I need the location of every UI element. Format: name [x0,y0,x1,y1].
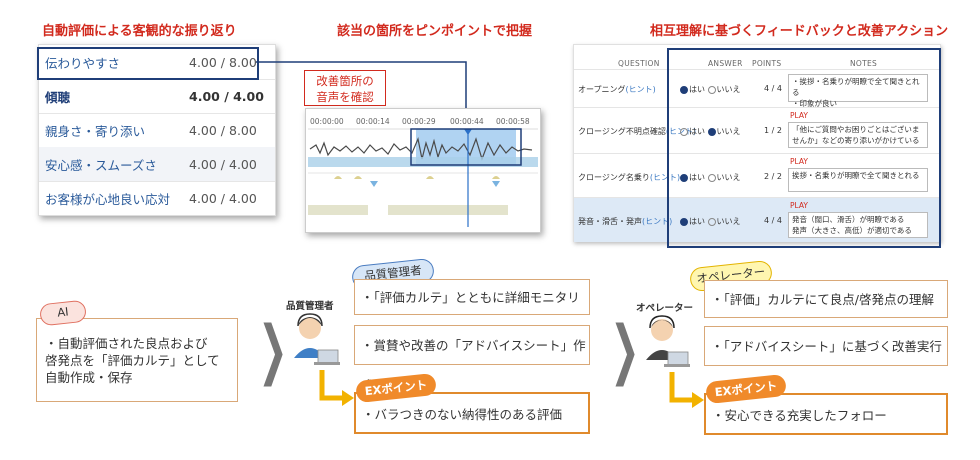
notes-field[interactable]: 挨拶・名乗りが明瞭で全て聞きとれる [788,168,928,192]
score-row[interactable]: 安心感・スムーズさ 4.00 / 4.00 [39,147,275,182]
radio-yes[interactable] [680,127,688,136]
col-header-question: QUESTION [618,59,660,68]
callout-box: 改善箇所の 音声を確認 [304,70,386,106]
answer-radio-group: はい いいえ [680,84,741,95]
col-header-points: POINTS [752,59,782,68]
question-text: クロージング不明点確認 [578,127,666,136]
notes-field[interactable]: ・挨拶・名乗りが明瞭で全て聞きとれる ・印象が良い [788,74,928,108]
hint-link[interactable]: (ヒント) [649,173,681,182]
play-link[interactable]: PLAY [790,157,809,166]
op-person-label: オペレーター [636,303,694,314]
waveform-graphic[interactable] [306,109,540,232]
op-item-box: ・「アドバイスシート」に基づく改善実行 [704,326,948,366]
evaluation-table: QUESTION ANSWER POINTS NOTES オープニング(ヒント)… [573,44,941,242]
score-value: 4.00 / 4.00 [189,88,264,104]
qm-person-label: 品質管理者 [286,301,334,312]
radio-no[interactable] [707,127,716,136]
score-value: 4.00 / 8.00 [189,54,257,70]
score-label: 親身さ・寄り添い [45,123,146,139]
table-row: クロージング不明点確認(ヒント) はい いいえ 1 / 2 PLAY 「他にご質… [574,107,940,154]
question-text: 発音・滑舌・発声 [578,217,642,226]
timeline-label: 00:00:00 [310,117,344,126]
op-ex-box: ・安心できる充実したフォロー [704,393,948,435]
radio-no-label: いいえ [716,127,741,136]
score-row[interactable]: お客様が心地良い応対 4.00 / 4.00 [39,181,275,215]
radio-no[interactable] [707,85,716,94]
play-link[interactable]: PLAY [790,111,809,120]
flow-arrow-icon [319,370,354,406]
points-cell: 4 / 4 [764,216,782,225]
radio-no[interactable] [707,217,716,226]
points-cell: 1 / 2 [764,126,782,135]
op-item-box: ・「評価」カルテにて良点/啓発点の理解 [704,280,948,318]
answer-radio-group: はい いいえ [680,126,741,137]
evaluation-highlight-box [667,48,941,248]
score-row[interactable]: 伝わりやすさ 4.00 / 8.00 [39,45,275,80]
chevron-right-icon: ❯ [610,313,640,387]
radio-yes[interactable] [680,173,688,182]
radio-yes-label: はい [689,217,705,226]
notes-field[interactable]: 発音（闊口、滑舌）が明瞭である 発声（大きさ、高低）が適切である [788,212,928,238]
hint-link[interactable]: (ヒント) [642,217,673,226]
play-link[interactable]: PLAY [790,201,809,210]
score-highlight-box [37,47,259,80]
notes-field[interactable]: 「他にご質問やお困りごとはございませんか」などの寄り添いがかけている [788,122,928,148]
answer-radio-group: はい いいえ [680,172,741,183]
timeline-label: 00:00:44 [450,117,484,126]
flow-arrow-icon [669,372,704,408]
quality-manager-avatar-icon [294,313,340,365]
question-cell: クロージング名乗り(ヒント) [578,172,680,183]
section-title-auto-eval: 自動評価による客観的な振り返り [42,24,237,39]
score-row[interactable]: 傾聴 4.00 / 4.00 [39,79,275,114]
radio-yes-label: はい [689,173,705,182]
score-value: 4.00 / 4.00 [189,156,257,172]
operator-avatar-icon [646,315,690,367]
chevron-right-icon: ❯ [258,313,288,387]
question-cell: 発音・滑舌・発声(ヒント) [578,216,672,227]
score-label: 安心感・スムーズさ [45,157,157,173]
score-label: 傾聴 [45,89,71,105]
question-text: オープニング [578,85,626,94]
timeline-label: 00:00:14 [356,117,390,126]
table-row: クロージング名乗り(ヒント) はい いいえ 2 / 2 PLAY 挨拶・名乗りが… [574,153,940,198]
question-cell: オープニング(ヒント) [578,84,656,95]
score-label: 伝わりやすさ [45,55,121,71]
points-cell: 2 / 2 [764,172,782,181]
col-header-notes: NOTES [850,59,878,68]
answer-radio-group: はい いいえ [680,216,741,227]
callout-line: 改善箇所の [316,74,374,88]
ai-description-box: ・自動評価された良点および 啓発点を「評価カルテ」として 自動作成・保存 [36,318,238,402]
radio-yes[interactable] [680,85,688,94]
radio-no-label: いいえ [716,85,741,94]
section-title-pinpoint: 該当の箇所をピンポイントで把握 [337,24,533,39]
radio-no-label: いいえ [716,217,741,226]
score-list-panel: 伝わりやすさ 4.00 / 8.00 傾聴 4.00 / 4.00 親身さ・寄り… [38,44,276,216]
radio-no-label: いいえ [716,173,741,182]
score-value: 4.00 / 4.00 [189,190,257,206]
score-value: 4.00 / 8.00 [189,122,257,138]
timeline-label: 00:00:58 [496,117,530,126]
timeline-label: 00:00:29 [402,117,436,126]
score-label: お客様が心地良い応対 [45,191,171,207]
radio-yes-label: はい [689,127,705,136]
qm-item-box: ・賞賛や改善の「アドバイスシート」作成 [354,325,590,393]
points-cell: 4 / 4 [764,84,782,93]
waveform-panel: 00:00:00 00:00:14 00:00:29 00:00:44 00:0… [305,108,541,233]
qm-item-box: ・「評価カルテ」とともに詳細モニタリング [354,279,590,341]
callout-line: 音声を確認 [316,90,374,104]
radio-no[interactable] [707,173,716,182]
radio-yes[interactable] [680,217,688,226]
hint-link[interactable]: (ヒント) [625,85,656,94]
table-row: オープニング(ヒント) はい いいえ 4 / 4 ・挨拶・名乗りが明瞭で全て聞き… [574,69,940,108]
question-text: クロージング名乗り [578,173,650,182]
radio-yes-label: はい [689,85,705,94]
table-row: 発音・滑舌・発声(ヒント) はい いいえ 4 / 4 PLAY 発音（闊口、滑舌… [574,197,940,242]
section-title-mutual: 相互理解に基づくフィードバックと改善アクション [650,24,949,39]
col-header-answer: ANSWER [708,59,743,68]
